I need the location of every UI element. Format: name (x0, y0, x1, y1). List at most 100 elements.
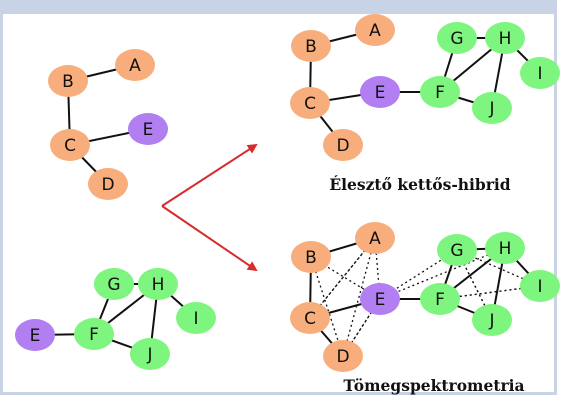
node-label-C: C (64, 136, 76, 156)
node-label-H: H (499, 239, 512, 259)
node-shape-G (94, 268, 134, 300)
node-label-D: D (336, 347, 349, 367)
node-C: C (290, 302, 330, 334)
node-shape-H (485, 22, 525, 54)
node-G: G (94, 268, 134, 300)
node-label-I: I (537, 64, 542, 84)
node-F: F (74, 318, 114, 350)
arrow-to-mass-spectrometry (161, 205, 258, 272)
dotted-edge-B-D (310, 256, 344, 357)
dotted-edge-A-D (342, 237, 376, 357)
node-A: A (115, 49, 155, 81)
node-shape-H (485, 232, 525, 264)
node-label-I: I (537, 277, 542, 297)
node-E: E (360, 283, 400, 315)
node-G: G (437, 234, 477, 266)
node-H: H (485, 232, 525, 264)
node-D: D (323, 129, 363, 161)
node-shape-C (290, 302, 330, 334)
node-D: D (88, 168, 128, 200)
node-label-G: G (450, 241, 463, 261)
arrow-to-yeast-two-hybrid (161, 143, 258, 207)
node-shape-F (420, 76, 460, 108)
node-shape-A (355, 222, 395, 254)
caption-yeast-two-hybrid: Élesztő kettős-hibrid (329, 175, 510, 194)
node-label-E: E (375, 290, 386, 310)
node-label-D: D (101, 175, 114, 195)
node-H: H (485, 22, 525, 54)
node-shape-E (360, 283, 400, 315)
node-E: E (360, 76, 400, 108)
node-B: B (291, 30, 331, 62)
node-G: G (437, 22, 477, 54)
node-A: A (355, 14, 395, 46)
node-F: F (420, 283, 460, 315)
node-label-B: B (305, 248, 317, 268)
node-shape-D (323, 340, 363, 372)
node-shape-C (50, 129, 90, 161)
node-E: E (128, 113, 168, 145)
node-shape-I (176, 302, 216, 334)
node-shape-A (355, 14, 395, 46)
node-label-J: J (146, 345, 152, 365)
node-label-J: J (488, 311, 494, 331)
node-label-A: A (369, 21, 381, 41)
node-I: I (520, 270, 560, 302)
graph-result-yeast-two-hybrid: A B C D E F G H I J (290, 14, 560, 161)
node-label-F: F (435, 290, 445, 310)
node-label-H: H (499, 29, 512, 49)
node-J: J (130, 338, 170, 370)
node-label-B: B (305, 37, 317, 57)
node-D: D (323, 340, 363, 372)
node-B: B (48, 65, 88, 97)
node-shape-B (48, 65, 88, 97)
node-shape-I (520, 270, 560, 302)
node-J: J (472, 92, 512, 124)
split-arrows (161, 143, 258, 272)
node-C: C (50, 129, 90, 161)
node-I: I (176, 302, 216, 334)
node-shape-F (420, 283, 460, 315)
node-H: H (138, 268, 178, 300)
node-shape-E (15, 319, 55, 351)
node-shape-G (437, 234, 477, 266)
node-shape-A (115, 49, 155, 81)
node-label-H: H (152, 275, 165, 295)
node-label-C: C (304, 94, 316, 114)
node-shape-H (138, 268, 178, 300)
node-label-F: F (435, 83, 445, 103)
node-label-E: E (375, 83, 386, 103)
node-I: I (520, 57, 560, 89)
node-shape-I (520, 57, 560, 89)
node-label-G: G (450, 29, 463, 49)
node-J: J (472, 304, 512, 336)
node-E: E (15, 319, 55, 351)
node-B: B (291, 241, 331, 273)
node-label-J: J (488, 99, 494, 119)
node-shape-J (472, 304, 512, 336)
node-label-E: E (143, 120, 154, 140)
node-label-D: D (336, 136, 349, 156)
graph-result-mass-spectrometry: A B CD E F G H I J (290, 222, 560, 372)
node-shape-B (291, 241, 331, 273)
caption-mass-spectrometry: Tömegspektrometria (343, 376, 524, 395)
node-shape-F (74, 318, 114, 350)
node-label-C: C (304, 309, 316, 329)
node-label-E: E (30, 326, 41, 346)
node-shape-E (360, 76, 400, 108)
node-shape-C (290, 87, 330, 119)
node-label-B: B (62, 72, 74, 92)
node-shape-E (128, 113, 168, 145)
node-A: A (355, 222, 395, 254)
node-shape-D (88, 168, 128, 200)
node-shape-D (323, 129, 363, 161)
node-C: C (290, 87, 330, 119)
node-label-A: A (129, 56, 141, 76)
node-label-A: A (369, 229, 381, 249)
node-shape-J (472, 92, 512, 124)
node-shape-B (291, 30, 331, 62)
graph-input-orange: A B C D E (48, 49, 168, 200)
